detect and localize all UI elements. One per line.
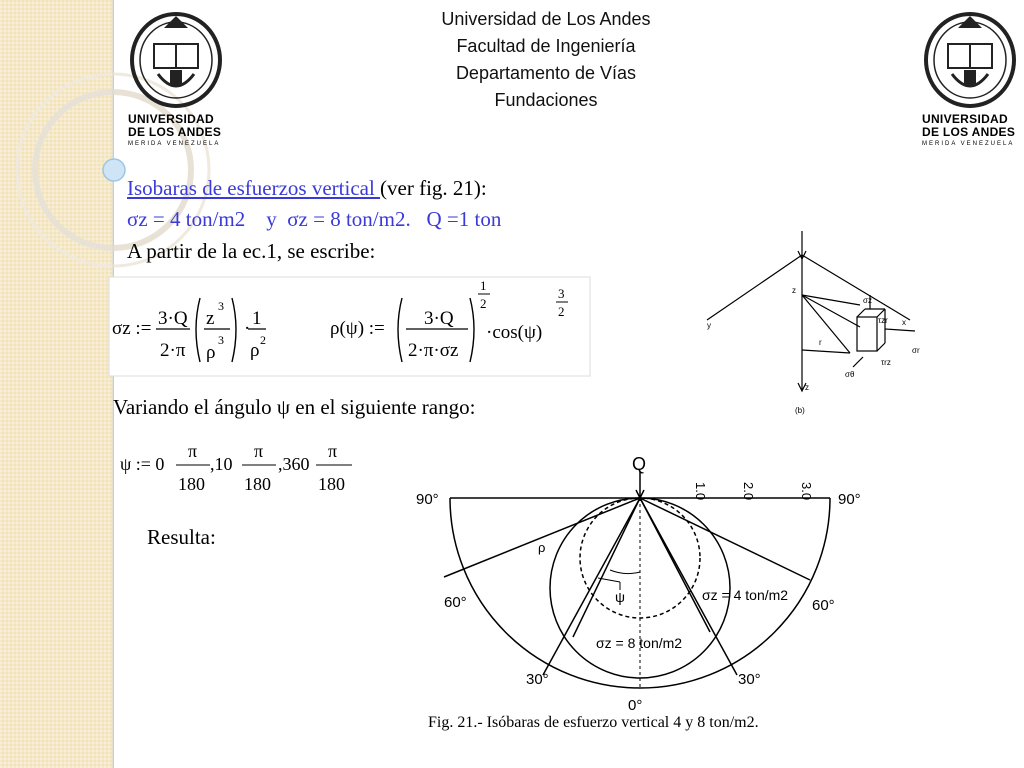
formula2-cexp-den: 2 [558, 304, 565, 319]
formula1-one: 1 [252, 308, 262, 329]
sigma-values-line: σz = 4 ton/m2 y σz = 8 ton/m2. Q =1 ton [127, 207, 502, 231]
result-label: Resulta: [147, 525, 216, 549]
sigma-r-label: σr [912, 346, 920, 355]
university-crest-icon [924, 12, 1016, 108]
stress-element-diagram: y x z z r σz τzr σr σθ τrz (b) [706, 231, 920, 415]
tau-zr-label: τzr [878, 316, 888, 325]
range-pi-2: π [254, 441, 263, 461]
angle-left-60: 60° [444, 594, 467, 611]
formula2-cexp-num: 3 [558, 286, 565, 301]
section-title: Isobaras de esfuerzos vertical (ver fig.… [127, 176, 487, 201]
logo-subtitle: MERIDA VENEZUELA [128, 141, 221, 147]
formula1-den: 2·π [160, 340, 186, 361]
angle-bottom-0: 0° [628, 697, 642, 714]
scale-3: 3.0 [799, 482, 814, 500]
logo-name-line1: UNIVERSIDAD [128, 112, 214, 126]
isobar-diagram: Q 90° 90° 60° 60° 30° 30° 0° ρ ψ σz = 4 … [416, 454, 861, 714]
intro-line: A partir de la ec.1, se escribe: [127, 239, 376, 263]
formula1-num: 3·Q [158, 308, 188, 329]
formula2-num: 3·Q [424, 308, 454, 329]
formula1-exp-top: 3 [218, 299, 224, 313]
figure-caption: Fig. 21.- Isóbaras de esfuerzo vertical … [428, 714, 759, 731]
range-pi-3: π [328, 441, 337, 461]
varying-angle-line: Variando el ángulo ψ en el siguiente ran… [113, 395, 476, 419]
scale-2: 2.0 [741, 482, 756, 500]
angle-left-30: 30° [526, 671, 549, 688]
angle-left-90: 90° [416, 491, 439, 508]
axis-z-bot-label: z [805, 383, 809, 392]
range-lhs: ψ := 0 [120, 454, 164, 474]
university-logo-right: UNIVERSIDAD DE LOS ANDES MERIDA VENEZUEL… [918, 8, 1022, 148]
title-link[interactable]: Isobaras de esfuerzos vertical [127, 176, 381, 200]
formula2-den: 2·π·σz [408, 340, 458, 361]
title-rest: (ver fig. 21): [380, 176, 487, 200]
range-180-1: 180 [178, 474, 205, 494]
decorative-side-strip [0, 0, 114, 768]
range-mid-2: ,360 [278, 454, 310, 474]
formula1-exp-bot: 3 [218, 333, 224, 347]
header-course: Fundaciones [494, 90, 598, 110]
isobar-4-label: σz = 4 ton/m2 [702, 587, 788, 603]
rho-label: ρ [538, 540, 545, 555]
angle-right-30: 30° [738, 671, 761, 688]
logo-name-line2: DE LOS ANDES [922, 125, 1016, 139]
page-header: Universidad de Los Andes Facultad de Ing… [346, 6, 746, 114]
formula1-ratio-den: ρ [206, 342, 215, 363]
angle-right-60: 60° [812, 597, 835, 614]
logo-name-line1: UNIVERSIDAD [922, 112, 1008, 126]
svg-text:·: · [244, 318, 250, 339]
university-logo-left: UNIVERSIDAD DE LOS ANDES MERIDA VENEZUEL… [124, 8, 228, 148]
header-faculty: Facultad de Ingeniería [456, 36, 636, 56]
formula2-lhs: ρ(ψ) := [330, 318, 385, 339]
university-crest-icon [130, 12, 222, 108]
header-department: Departamento de Vías [455, 63, 637, 83]
scale-1: 1.0 [693, 482, 708, 500]
formula1-lhs: σz := [112, 318, 151, 339]
figure-b-label: (b) [795, 406, 805, 415]
logo-name-line2: DE LOS ANDES [128, 125, 222, 139]
range-pi-1: π [188, 441, 197, 461]
formula2-exp-num: 1 [480, 278, 487, 293]
formula2-cos: ·cos(ψ) [486, 322, 542, 343]
psi-label: ψ [615, 589, 625, 605]
angle-range-formula: ψ := 0 π 180 ,10 π 180 ,360 π 180 [120, 441, 352, 494]
isobar-8-label: σz = 8 ton/m2 [596, 635, 682, 651]
formula1-ratio-num: z [206, 308, 214, 329]
logo-subtitle: MERIDA VENEZUELA [922, 141, 1015, 147]
load-q-label: Q [632, 454, 646, 474]
sigma-theta-label: σθ [845, 370, 855, 379]
sigma-z-label: σz [863, 296, 872, 305]
formula-block: σz := 3·Q 2·π z 3 ρ 3 · 1 ρ 2 ρ(ψ) := 3·… [108, 276, 591, 377]
tau-rz-label: τrz [881, 358, 891, 367]
axis-y-label: y [707, 321, 711, 330]
formula2-exp-den: 2 [480, 296, 487, 311]
angle-right-90: 90° [838, 491, 861, 508]
r-label: r [819, 338, 822, 347]
axis-x-label: x [902, 318, 906, 327]
range-mid-1: ,10 [210, 454, 233, 474]
formula1-rho: ρ [250, 340, 259, 361]
formula1-two: 2 [260, 333, 266, 347]
range-180-3: 180 [318, 474, 345, 494]
header-university: Universidad de Los Andes [441, 9, 651, 29]
axis-z-top-label: z [792, 286, 796, 295]
range-180-2: 180 [244, 474, 271, 494]
